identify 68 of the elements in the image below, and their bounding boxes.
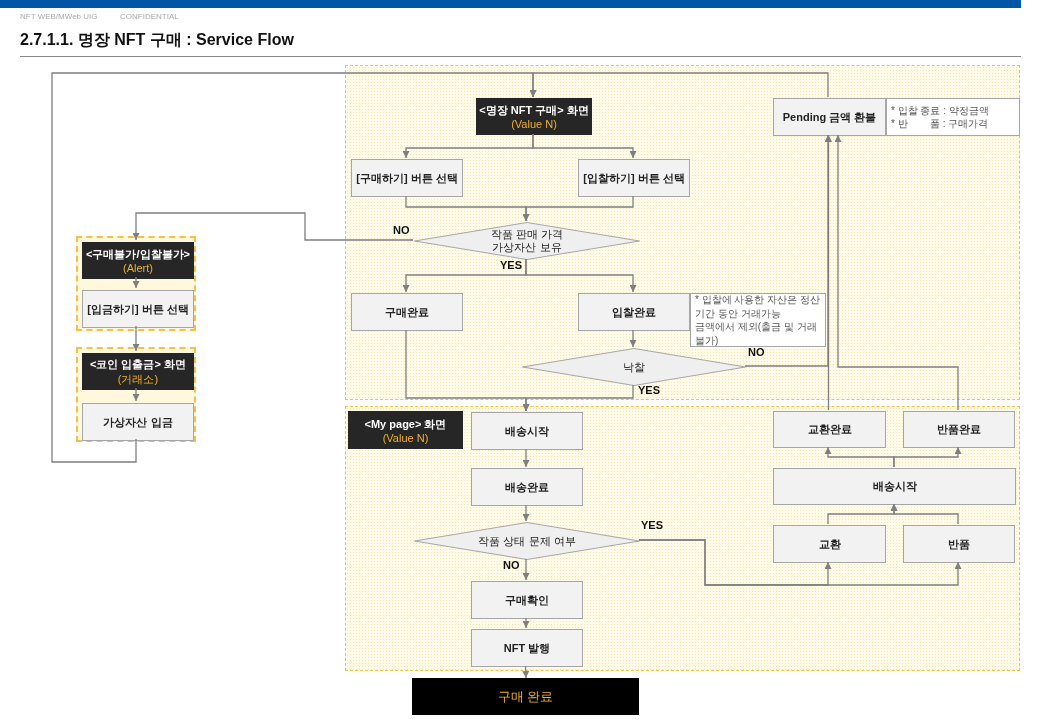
arrow — [834, 134, 959, 411]
process-box: 교환완료 — [773, 411, 886, 448]
arrow — [825, 134, 832, 411]
process-box: [입찰하기] 버튼 선택 — [578, 159, 690, 197]
arrow — [522, 195, 634, 222]
process-box: [입금하기] 버튼 선택 — [82, 290, 194, 328]
arrow — [132, 387, 140, 402]
screen-subtitle: (Value N) — [382, 431, 429, 444]
header-label: CONFIDENTIAL — [120, 12, 179, 21]
arrow — [525, 258, 637, 293]
screen-box — [476, 98, 592, 135]
group-panel — [76, 347, 196, 442]
process-box: 교환 — [773, 525, 886, 563]
arrow — [522, 448, 530, 468]
screen-box — [82, 242, 194, 279]
screen-box — [82, 353, 194, 390]
edge-label: NO — [503, 559, 520, 571]
edge-label: NO — [393, 224, 410, 236]
decision-diamond: 작품 상태 문제 여부 — [414, 522, 640, 560]
arrow — [629, 329, 637, 348]
arrow — [405, 329, 530, 412]
arrow — [522, 504, 530, 522]
edge-label: NO — [748, 346, 765, 358]
screen-title: <구매불가/입찰불가> — [86, 247, 190, 262]
screen-title: <코인 입출금> 화면 — [90, 356, 186, 372]
note-text: * 반 품 : 구매가격 — [891, 117, 990, 131]
screen-subtitle: (Alert) — [123, 262, 153, 274]
note-text: * 입찰 종료 : 약정금액 — [891, 103, 990, 117]
arrow — [132, 276, 140, 289]
process-box: [구매하기] 버튼 선택 — [351, 159, 463, 197]
screen-subtitle: (거래소) — [117, 371, 159, 387]
decision-diamond: 낙찰 — [522, 348, 746, 386]
process-box: 반품 — [903, 525, 1015, 563]
arrow — [132, 325, 140, 352]
arrow — [529, 72, 829, 98]
arrow — [522, 617, 530, 629]
arrow — [532, 133, 637, 159]
process-box: 배송완료 — [471, 468, 583, 506]
process-box: 구매확인 — [471, 581, 583, 619]
arrow — [522, 558, 530, 581]
process-box: 배송시작 — [471, 412, 583, 450]
decision-diamond: 작품 판매 가격 가상자산 보유 — [414, 222, 640, 260]
group-panel — [76, 236, 196, 331]
edge-label: YES — [638, 384, 660, 396]
screen-title: <명장 NFT 구매> 화면 — [479, 103, 589, 118]
process-box: 배송시작 — [773, 468, 1016, 505]
arrow — [132, 212, 414, 241]
edge-label: YES — [641, 519, 663, 531]
edge-label: YES — [500, 259, 522, 271]
note-text: * 입찰에 사용한 자산은 정산 기간 동안 거래가능 금액에서 제외(출금 및 거래 불가) — [695, 293, 821, 347]
process-box: 가상자산 입금 — [82, 403, 194, 441]
arrow — [890, 503, 959, 525]
screen-subtitle: (Value N) — [511, 118, 557, 130]
screen-box — [348, 411, 463, 449]
arrow — [522, 665, 530, 679]
process-box: NFT 발행 — [471, 629, 583, 667]
section-band — [345, 65, 1020, 400]
process-box: 입찰완료 — [578, 293, 690, 331]
section-band — [345, 406, 1020, 671]
end-box: 구매 완료 — [412, 678, 639, 715]
process-box: Pending 금액 환불 — [773, 98, 886, 136]
process-box: 구매완료 — [351, 293, 463, 331]
arrow — [893, 446, 962, 468]
arrow — [638, 539, 962, 586]
page-title: 2.7.1.1. 명장 NFT 구매 : Service Flow — [20, 30, 294, 50]
screen-title: <My page> 화면 — [364, 416, 447, 432]
process-box: 반품완료 — [903, 411, 1015, 448]
header-label: NFT WEB/MWeb UIG — [20, 12, 98, 21]
